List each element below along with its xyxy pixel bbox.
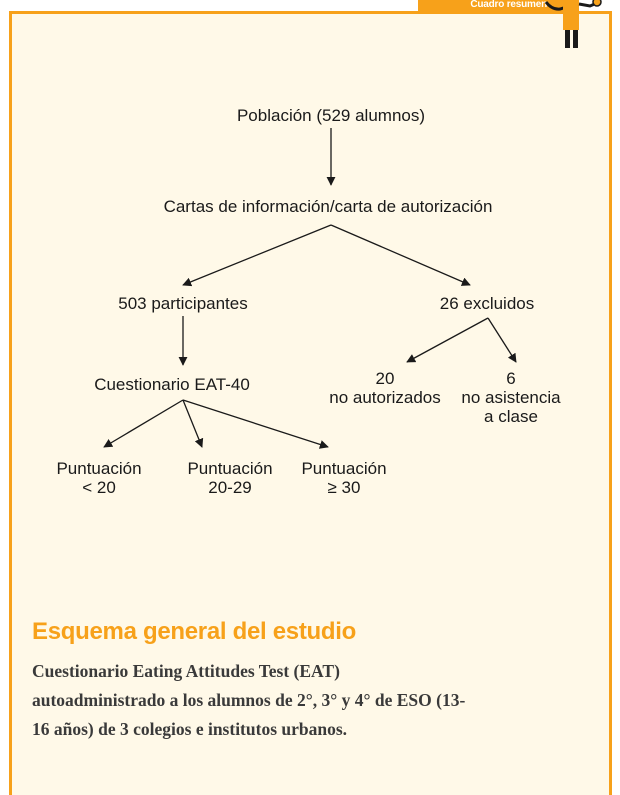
node-puntuacion-ge30: Puntuación ≥ 30 <box>301 459 387 497</box>
arrow-cuestionario-punt2 <box>182 399 204 448</box>
node-cuestionario: Cuestionario EAT-40 <box>94 375 250 394</box>
node-no-asistencia: 6 no asistencia a clase <box>461 369 561 426</box>
node-cartas: Cartas de información/carta de autorizac… <box>163 197 493 216</box>
summary-panel <box>9 11 612 795</box>
node-puntuacion-20-29: Puntuación 20-29 <box>187 459 273 497</box>
node-poblacion: Población (529 alumnos) <box>236 106 426 125</box>
summary-tag: Cuadro resumen <box>418 0 573 14</box>
node-participantes: 503 participantes <box>118 294 248 313</box>
arrow-cartas-excluidos <box>330 224 471 286</box>
arrow-cartas-participantes <box>182 224 332 287</box>
node-puntuacion-lt20: Puntuación < 20 <box>56 459 142 497</box>
section-description: Cuestionario Eating Attitudes Test (EAT)… <box>32 661 466 739</box>
section-title: Esquema general del estudio <box>32 618 356 645</box>
arrow-cuestionario-punt3 <box>182 399 329 449</box>
arrow-excluidos-noasistencia <box>487 317 517 363</box>
node-no-autorizados: 20 no autorizados <box>329 369 441 407</box>
arrow-cuestionario-punt1 <box>103 399 184 448</box>
arrow-excluidos-noautorizados <box>406 317 489 363</box>
summary-tag-label: Cuadro resumen <box>470 0 547 10</box>
node-excluidos: 26 excluidos <box>439 294 535 313</box>
mascot-figure-icon <box>544 0 602 48</box>
